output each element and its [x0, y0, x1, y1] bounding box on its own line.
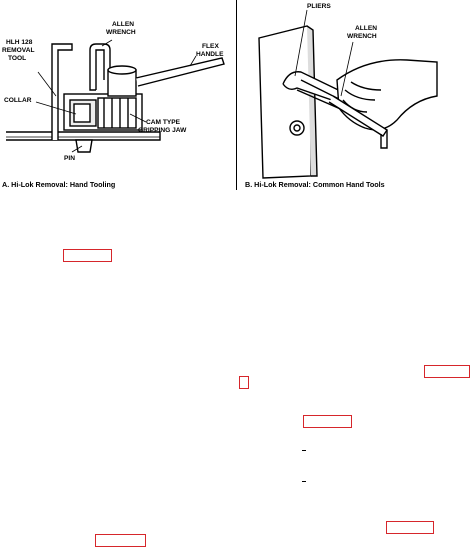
highlight-box[interactable]	[95, 534, 146, 547]
label-pliers: PLIERS	[307, 3, 331, 10]
label-allen-wrench-line1: ALLEN	[112, 21, 134, 28]
label-tool-line3: TOOL	[8, 55, 26, 62]
label-allen-wrench-line2: WRENCH	[106, 29, 136, 36]
figure-b-caption: B. Hi-Lok Removal: Common Hand Tools	[245, 180, 385, 189]
label-flex-handle-line1: FLEX	[202, 43, 219, 50]
label-flex-handle-line2: HANDLE	[196, 51, 224, 58]
figure-a-illustration: ALLEN WRENCH FLEX HANDLE HLH 128 REMOVAL…	[2, 21, 225, 162]
figure-b-illustration: PLIERS ALLEN WRENCH	[258, 3, 438, 179]
label-collar: COLLAR	[4, 97, 32, 104]
figure-b: PLIERS ALLEN WRENCH B. Hi-Lok Removal: C…	[237, 0, 474, 195]
highlight-box[interactable]	[239, 376, 249, 389]
label-allen-wrench-line1: ALLEN	[355, 25, 377, 32]
highlight-box[interactable]	[424, 365, 470, 378]
figure-divider	[236, 0, 237, 190]
label-cam-jaw-line2: GRIPPING JAW	[138, 127, 187, 134]
highlight-box[interactable]	[303, 415, 352, 428]
dash-mark	[302, 481, 306, 482]
label-allen-wrench-line2: WRENCH	[347, 33, 377, 40]
label-tool-line2: REMOVAL	[2, 47, 34, 54]
figure-a: ALLEN WRENCH FLEX HANDLE HLH 128 REMOVAL…	[0, 0, 237, 195]
dash-mark	[302, 450, 306, 451]
highlight-box[interactable]	[386, 521, 434, 534]
label-tool-line1: HLH 128	[6, 39, 33, 46]
highlight-box[interactable]	[63, 249, 112, 262]
figure-a-caption: A. Hi-Lok Removal: Hand Tooling	[2, 180, 116, 189]
label-pin: PIN	[64, 155, 75, 162]
label-cam-jaw-line1: CAM TYPE	[146, 119, 181, 126]
